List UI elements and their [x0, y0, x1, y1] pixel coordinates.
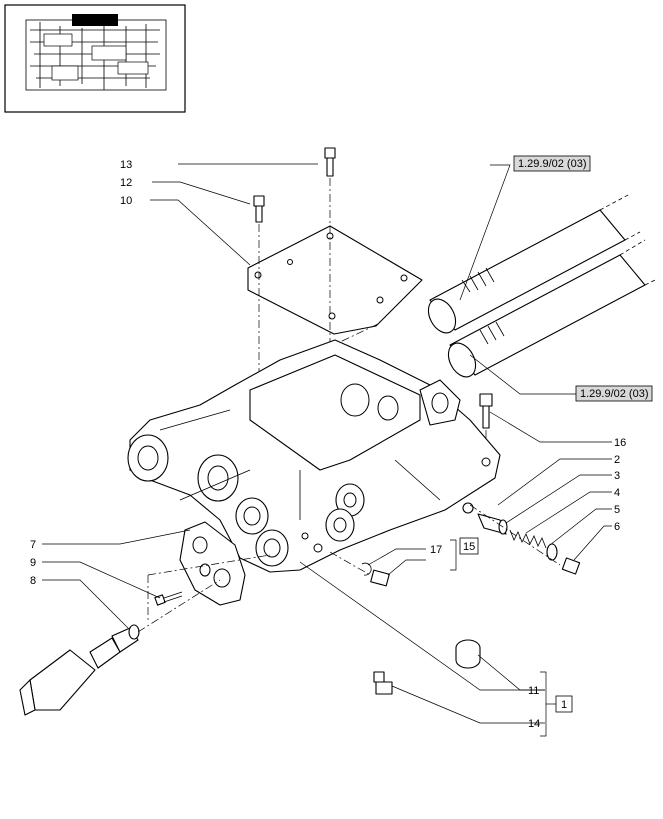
cover-plate-icon	[247, 225, 423, 335]
reference-label-lower[interactable]: 1.29.9/02 (03)	[580, 388, 649, 400]
callout-14: 14	[528, 718, 540, 730]
spring-icon	[509, 529, 547, 549]
group-label-15: 15	[463, 541, 475, 553]
callout-13: 13	[120, 159, 132, 171]
thumbnail-locator	[4, 4, 186, 113]
ref-box-upper	[513, 155, 591, 172]
plug-14-icon	[373, 671, 393, 695]
callout-3: 3	[614, 470, 620, 482]
callout-12: 12	[120, 177, 132, 189]
callout-5: 5	[614, 504, 620, 516]
callout-6: 6	[614, 521, 620, 533]
gasket-icon	[179, 521, 246, 606]
callout-7: 7	[30, 539, 36, 551]
reference-label-upper[interactable]: 1.29.9/02 (03)	[518, 158, 587, 170]
plug-17-icon	[370, 569, 390, 587]
callout-2: 2	[614, 454, 620, 466]
ball-icon	[462, 502, 474, 514]
bolt-16-icon	[479, 393, 493, 429]
cap-11-icon	[455, 639, 481, 669]
thumbnail-transmission-icon	[25, 14, 167, 91]
shaft-upper-icon	[427, 193, 641, 334]
callout-17: 17	[430, 544, 442, 556]
plug-6-icon	[561, 557, 581, 575]
callout-8: 8	[30, 575, 36, 587]
callout-4: 4	[614, 487, 620, 499]
valve-housing-icon	[127, 339, 501, 573]
callout-16: 16	[614, 437, 626, 449]
ref-box-lower	[575, 385, 653, 402]
callout-10: 10	[120, 195, 132, 207]
callout-11: 11	[528, 685, 539, 697]
shaft-lower-icon	[447, 239, 656, 378]
bolt-13-icon	[324, 147, 336, 177]
washer-icon	[546, 543, 558, 561]
seal-ring-icon	[361, 562, 372, 576]
callout-9: 9	[30, 557, 36, 569]
screw-9-icon	[154, 591, 183, 606]
group-label-1: 1	[561, 699, 567, 711]
solenoid-valve-icon	[19, 624, 140, 716]
bolt-12-icon	[253, 195, 265, 223]
plunger-icon	[477, 513, 508, 535]
